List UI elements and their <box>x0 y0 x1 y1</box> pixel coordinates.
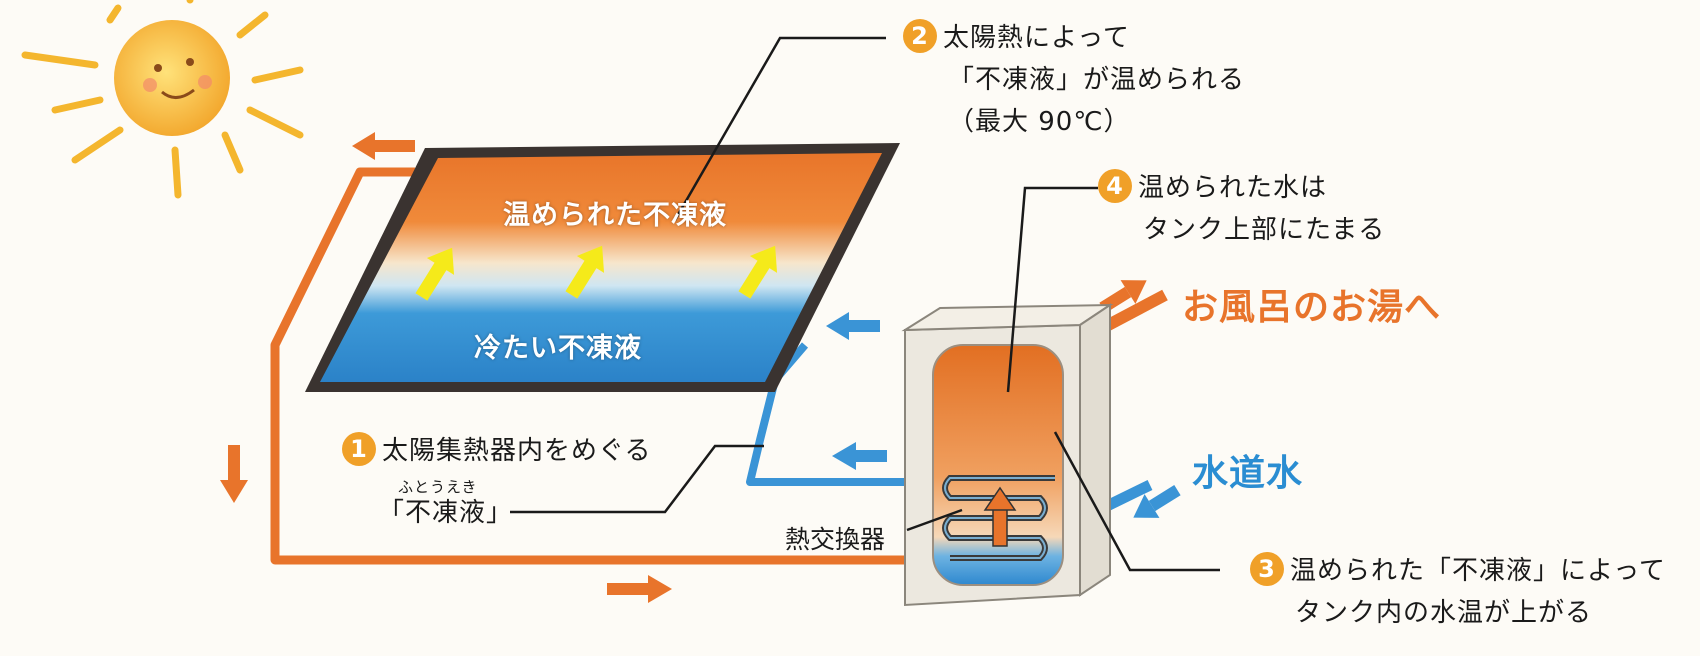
callout-2-line2: 「不凍液」が温められる <box>948 65 1246 95</box>
callout-1-badge: 1 <box>342 431 376 466</box>
callout-2-line3: （最大 90℃） <box>948 107 1131 137</box>
flow-arrow-orange-right <box>607 575 672 603</box>
sun-icon <box>21 0 304 199</box>
hot-water-destination: お風呂のお湯へ <box>1182 287 1442 328</box>
callout-3-badge: 3 <box>1250 551 1284 586</box>
hot-pipe <box>270 167 925 565</box>
callout-4-line1: 温められた水は <box>1138 173 1328 203</box>
flow-arrow-orange-left <box>352 132 415 160</box>
callout-3-line1: 温められた「不凍液」によって <box>1290 556 1666 586</box>
heat-up-arrow <box>983 486 1017 547</box>
callout-3-line2: タンク内の水温が上がる <box>1295 598 1593 628</box>
flow-arrow-blue-left-upper <box>826 312 880 340</box>
panel-cold-label: 冷たい不凍液 <box>474 333 642 364</box>
panel-warm-label: 温められた不凍液 <box>503 200 727 231</box>
rising-heat-arrows <box>415 245 778 301</box>
callout-1-line2: 「不凍液」 <box>378 498 514 528</box>
flow-arrow-cold-in <box>1133 485 1181 518</box>
callout-4-line2: タンク上部にたまる <box>1143 215 1386 245</box>
callout-2-line1: 太陽熱によって <box>943 23 1130 53</box>
callout-1-ruby: ふとうえき <box>398 478 478 496</box>
callout-2-badge: 2 <box>903 18 937 53</box>
flow-arrow-blue-left-lower <box>832 442 887 470</box>
leader-lines <box>510 36 1220 572</box>
callout-4-badge: 4 <box>1098 168 1132 203</box>
tap-water-source: 水道水 <box>1192 453 1304 494</box>
flow-arrow-orange-down <box>220 445 248 503</box>
callout-1-line1: 太陽集熱器内をめぐる <box>382 436 652 466</box>
heat-exchanger-label: 熱交換器 <box>785 525 886 554</box>
